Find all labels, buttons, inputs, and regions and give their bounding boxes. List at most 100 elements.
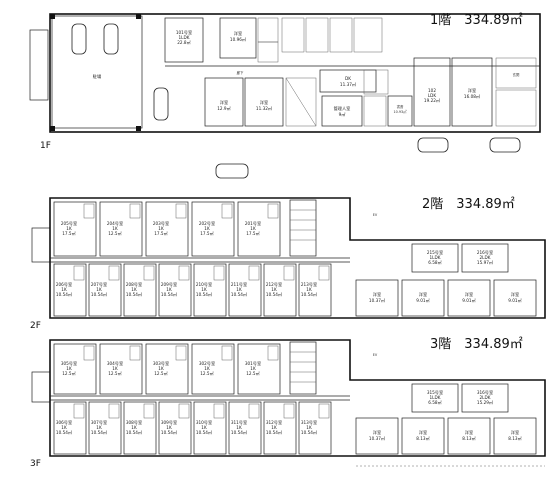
- floor-2-bottom-room-type: 1K: [166, 287, 172, 292]
- floor-1: 1階 334.89㎡ 1F 駐場 101号室 1LDK 22.8㎡ 洋室 10.…: [29, 13, 541, 179]
- floor-3-top-room-type: 1K: [158, 366, 164, 371]
- floor-3-outline: [49, 339, 546, 457]
- floor-3-top-room-type: 1K: [204, 366, 210, 371]
- floor-3-bottom-room-name: 309号室: [161, 419, 177, 426]
- floor-2-top-room-area: 17.5㎡: [154, 230, 168, 236]
- floor-2-top-rooms: 205号室1K17.5㎡204号室1K12.5㎡203号室1K17.5㎡202号…: [53, 201, 281, 257]
- right-unit-area: 15.29㎡: [477, 399, 494, 405]
- right-unit-type: 2LDK: [480, 255, 491, 260]
- floor-3-top-room-area: 12.5㎡: [246, 370, 260, 376]
- floor-2-bottom-room-name: 213号室: [301, 281, 317, 288]
- floor-3-top-room-area: 12.5㎡: [62, 370, 76, 376]
- floor-1-mark: 1F: [40, 141, 51, 151]
- right-room-area: 9.01㎡: [416, 297, 430, 303]
- floor-2-bottom-room-type: 1K: [131, 287, 137, 292]
- right-unit-type: 2LDK: [480, 395, 491, 400]
- floor-1-outline: [49, 13, 541, 133]
- floor-3-bottom-room-area: 10.54㎡: [161, 429, 178, 435]
- floor-3-top-room-type: 1K: [66, 366, 72, 371]
- floor-3-top-room-name: 304号室: [107, 360, 123, 367]
- floor-2-bottom-room-type: 1K: [236, 287, 242, 292]
- floor-2-bottom-rooms: 206号室1K10.54㎡207号室1K10.54㎡208号室1K10.54㎡2…: [53, 263, 332, 317]
- room-kanrinin-area: 9㎡: [339, 111, 347, 117]
- floor-2: 2階 334.89㎡ 2F 205号室1K17.5㎡204号室1K12.5㎡20…: [30, 197, 546, 331]
- room-101-type: 1LDK: [179, 35, 190, 40]
- floor-2-outline: [49, 197, 546, 319]
- right-unit-area: 15.97㎡: [477, 259, 494, 265]
- floor-2-bottom-room-area: 10.54㎡: [231, 291, 248, 297]
- room-kanrinin: [321, 95, 363, 127]
- floor-2-bottom-room-name: 207号室: [91, 281, 107, 288]
- floor-2-bottom-room-name: 209号室: [161, 281, 177, 288]
- right-room-area: 9.01㎡: [508, 297, 522, 303]
- room-yoshitsu-4: [451, 57, 493, 127]
- floor-3-core: [289, 341, 317, 395]
- floor-3: 3階 334.89㎡ 3F 305号室1K12.5㎡304号室1K12.5㎡30…: [30, 337, 546, 469]
- floor-2-top-room-area: 17.5㎡: [200, 230, 214, 236]
- room-yoshitsu-3-area: 11.32㎡: [256, 105, 273, 111]
- floor-3-bottom-rooms: 306号室1K10.54㎡307号室1K10.54㎡308号室1K10.54㎡3…: [53, 401, 332, 455]
- floor-2-top-room-name: 201号室: [245, 220, 261, 227]
- floor-2-top-room-name: 202号室: [199, 220, 215, 227]
- room-yoshitsu-3-name: 洋室: [260, 99, 268, 106]
- right-room: 洋室8.13㎡: [401, 417, 445, 455]
- floor-2-top-room-type: 1K: [112, 226, 118, 231]
- floor-2-top-room-name: 203号室: [153, 220, 169, 227]
- right-room: 洋室9.01㎡: [447, 279, 491, 317]
- right-unit-area: 6.58㎡: [428, 399, 442, 405]
- floor-1-stair-left: [29, 29, 49, 101]
- room-yoshitsu-2-area: 12.9㎡: [217, 105, 231, 111]
- floor-3-top-room-area: 12.5㎡: [200, 370, 214, 376]
- floor-2-ev: EV: [373, 213, 378, 217]
- floor-2-top-room-type: 1K: [250, 226, 256, 231]
- floor-3-bottom-room-area: 10.54㎡: [231, 429, 248, 435]
- room-shosai-name: 書斎: [397, 104, 404, 109]
- floor-3-bottom-room-area: 10.54㎡: [301, 429, 318, 435]
- floor-2-bottom-room-type: 1K: [306, 287, 312, 292]
- room-102-name: 102: [428, 88, 436, 93]
- floor-3-top-room-type: 1K: [250, 366, 256, 371]
- floor-2-stair-left: [31, 227, 51, 263]
- floor-3-top-room-area: 12.5㎡: [108, 370, 122, 376]
- floor-2-bottom-room-name: 212号室: [266, 281, 282, 288]
- room-yoshitsu-2: [204, 77, 244, 127]
- floor-2-top-room-area: 12.5㎡: [108, 230, 122, 236]
- right-room-area: 8.13㎡: [416, 435, 430, 441]
- floor-3-top-room-name: 301号室: [245, 360, 261, 367]
- floor-3-top-room-name: 303号室: [153, 360, 169, 367]
- floor-3-ev: EV: [373, 353, 378, 357]
- floor-2-core: [289, 199, 317, 257]
- floor-3-top-room-type: 1K: [112, 366, 118, 371]
- floor-3-bottom-room-area: 10.54㎡: [196, 429, 213, 435]
- floor-3-bottom-room-type: 1K: [131, 425, 137, 430]
- room-dk: [319, 69, 377, 93]
- floor-3-bottom-room-name: 313号室: [301, 419, 317, 426]
- room-yoshitsu-1-area: 10.96㎡: [230, 36, 247, 42]
- floor-2-bottom-room-area: 10.54㎡: [196, 291, 213, 297]
- car-icon: [215, 137, 521, 179]
- floor-2-top-room-area: 17.5㎡: [246, 230, 260, 236]
- floor-1-parking: [51, 15, 143, 129]
- room-101-area: 22.8㎡: [177, 39, 191, 45]
- floor-3-bottom-room-name: 308号室: [126, 419, 142, 426]
- right-room-name: 洋室: [419, 429, 427, 436]
- floor-3-bottom-room-area: 10.54㎡: [56, 429, 73, 435]
